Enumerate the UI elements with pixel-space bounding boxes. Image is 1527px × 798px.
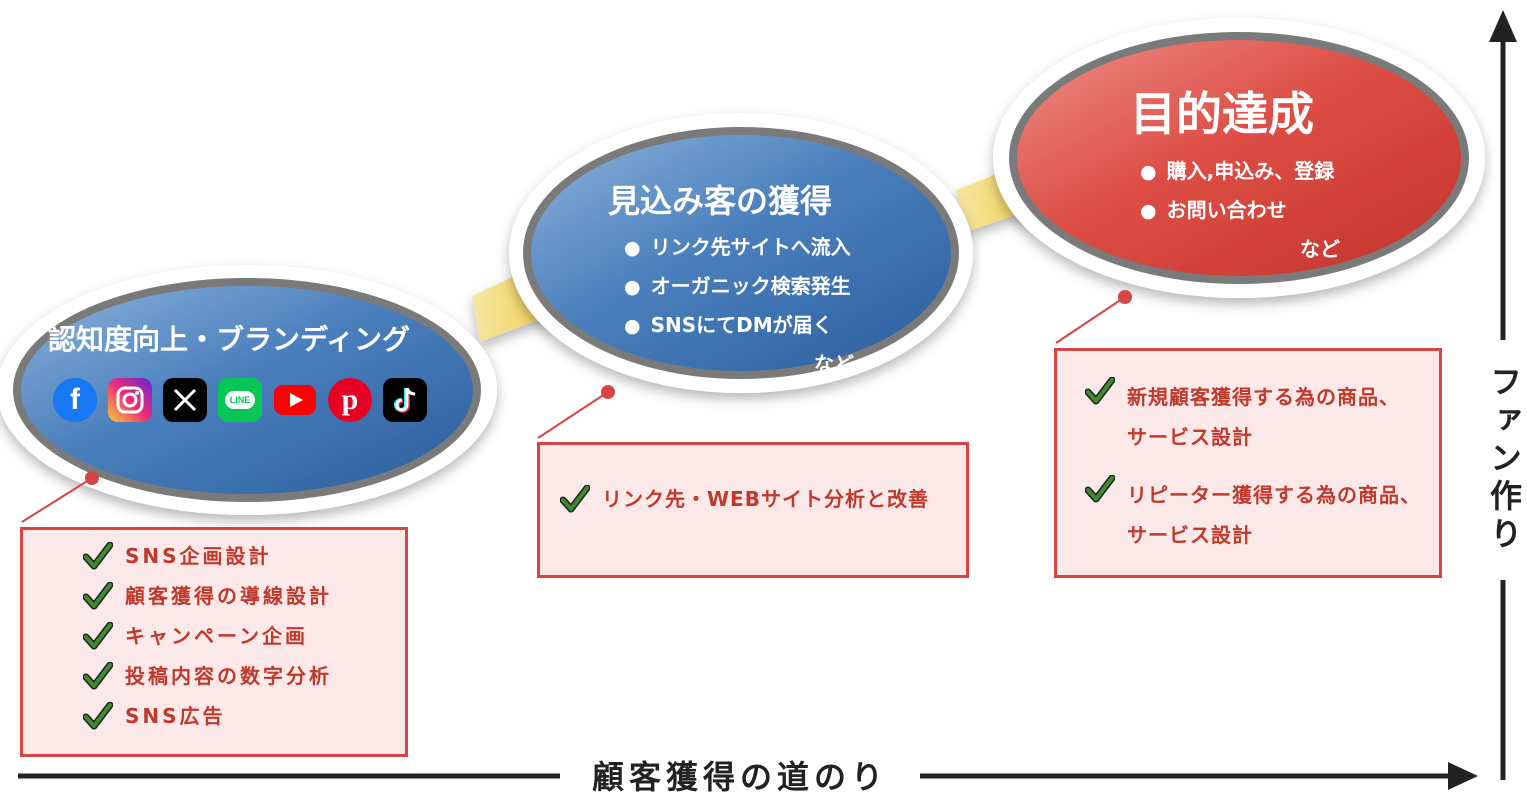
instagram-icon — [108, 378, 152, 422]
check-mark-icon — [1085, 475, 1115, 503]
y-axis-arrowhead — [1489, 10, 1517, 42]
pinterest-icon: p — [328, 378, 372, 422]
stage2-bullet: オーガニック検索発生 — [624, 267, 854, 306]
stage3-bullets: 購入,申込み、登録 お問い合わせ など — [1140, 152, 1340, 268]
stage2-bullets: リンク先サイトへ流入 オーガニック検索発生 SNSにてDMが届く など — [624, 228, 854, 383]
stage1-title: 認知度向上・ブランディング — [48, 323, 411, 356]
check-mark-icon — [83, 622, 113, 650]
checklist-item: 投稿内容の数字分析 — [83, 662, 405, 690]
checklist-item-text: 投稿内容の数字分析 — [125, 664, 332, 688]
tiktok-icon — [383, 378, 427, 422]
line-icon: LINE — [218, 378, 262, 422]
line-icon-label: LINE — [224, 391, 256, 409]
stage3-etc: など — [1300, 237, 1340, 261]
checklist-item: リピーター獲得する為の商品、 サービス設計 — [1085, 475, 1439, 555]
y-axis-label: ファン作り — [1480, 340, 1527, 580]
stage2-checklist: リンク先・WEBサイト分析と改善 — [560, 485, 966, 513]
stage3-title: 目的達成 — [1130, 87, 1314, 141]
callout-line-1 — [21, 477, 93, 523]
stage1-checklist-box: SNS企画設計顧客獲得の導線設計キャンペーン企画投稿内容の数字分析 SNS広告 — [20, 527, 408, 757]
checklist-item: キャンペーン企画 — [83, 622, 405, 650]
stage1-checklist: SNS企画設計顧客獲得の導線設計キャンペーン企画投稿内容の数字分析 SNS広告 — [83, 542, 405, 730]
stage2-bullet: SNSにてDMが届く — [624, 306, 854, 345]
checklist-item: SNS企画設計 — [83, 542, 405, 570]
callout-dot-3 — [1118, 290, 1132, 304]
checklist-item: 顧客獲得の導線設計 — [83, 582, 405, 610]
stage2-bullet: リンク先サイトへ流入 — [624, 228, 854, 267]
x-icon — [163, 378, 207, 422]
checklist-item-text: 新規顧客獲得する為の商品、 サービス設計 — [1127, 385, 1400, 449]
check-mark-icon — [83, 662, 113, 690]
stage2-checklist-box: リンク先・WEBサイト分析と改善 — [537, 442, 969, 578]
check-mark-icon — [560, 485, 590, 513]
x-axis-label: 顧客獲得の道のり — [560, 752, 920, 798]
check-mark-icon — [1085, 377, 1115, 405]
checklist-item-text: キャンペーン企画 — [125, 624, 308, 648]
stage3-checklist-box: 新規顧客獲得する為の商品、 サービス設計リピーター獲得する為の商品、 サービス設… — [1054, 348, 1442, 578]
checklist-item: 新規顧客獲得する為の商品、 サービス設計 — [1085, 377, 1439, 457]
check-mark-icon — [83, 542, 113, 570]
facebook-icon: f — [53, 378, 97, 422]
youtube-icon — [273, 378, 317, 422]
checklist-item-text: リンク先・WEBサイト分析と改善 — [602, 487, 929, 511]
checklist-item: SNS広告 — [83, 702, 405, 730]
stage2-title: 見込み客の獲得 — [608, 182, 833, 220]
checklist-item-text: リピーター獲得する為の商品、 サービス設計 — [1127, 483, 1421, 547]
callout-dot-2 — [601, 385, 615, 399]
checklist-item-text: SNS広告 — [125, 704, 226, 728]
checklist-item-text: SNS企画設計 — [125, 544, 272, 568]
stage3-checklist: 新規顧客獲得する為の商品、 サービス設計リピーター獲得する為の商品、 サービス設… — [1085, 377, 1439, 555]
stage2-etc: など — [814, 352, 854, 376]
callout-line-2 — [537, 391, 609, 439]
callout-dot-1 — [85, 471, 99, 485]
x-axis-arrowhead — [1448, 762, 1478, 790]
checklist-item-text: 顧客獲得の導線設計 — [125, 584, 332, 608]
check-mark-icon — [83, 702, 113, 730]
callout-line-3 — [1055, 296, 1126, 344]
stage3-bullet: 購入,申込み、登録 — [1140, 152, 1340, 191]
stage3-bullet: お問い合わせ — [1140, 191, 1340, 230]
check-mark-icon — [83, 582, 113, 610]
checklist-item: リンク先・WEBサイト分析と改善 — [560, 485, 966, 513]
